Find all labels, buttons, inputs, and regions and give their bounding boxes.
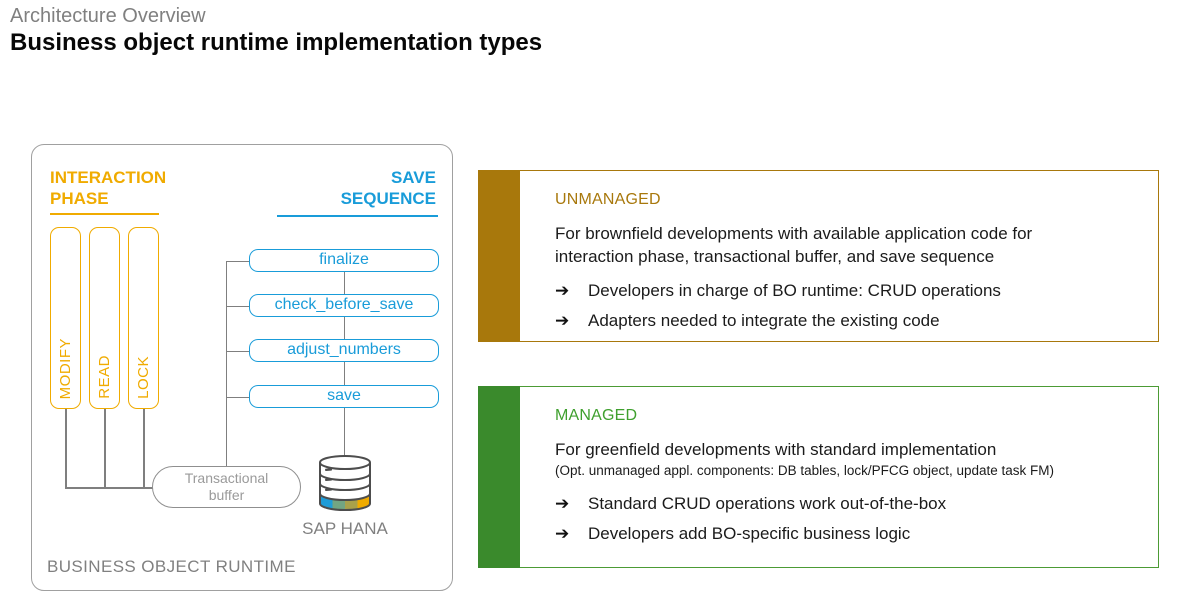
save-step-save: save [249, 385, 439, 408]
arrow-bullet-icon: ➔ [555, 311, 570, 330]
unmanaged-bullet-1: ➔ Developers in charge of BO runtime: CR… [555, 279, 1140, 302]
interaction-box-lock: LOCK [128, 227, 159, 409]
unmanaged-description-line: For brownfield developments with availab… [555, 224, 1033, 243]
interaction-phase-underline [50, 213, 159, 215]
managed-accent-bar [478, 386, 520, 568]
managed-description: For greenfield developments with standar… [555, 438, 1140, 481]
unmanaged-accent-bar [478, 170, 520, 342]
connector-line [65, 409, 67, 487]
interaction-box-modify: MODIFY [50, 227, 81, 409]
unmanaged-card-body: UNMANAGED For brownfield developments wi… [520, 170, 1159, 342]
connector-line [343, 362, 345, 385]
connector-line [226, 305, 249, 307]
managed-description-note: (Opt. unmanaged appl. components: DB tab… [555, 463, 1054, 478]
managed-bullet-2-text: Developers add BO-specific business logi… [588, 524, 911, 543]
unmanaged-bullet-1-text: Developers in charge of BO runtime: CRUD… [588, 281, 1001, 300]
lock-label: LOCK [135, 356, 152, 399]
connector-line [225, 261, 227, 466]
connector-line [343, 317, 345, 339]
read-label: READ [96, 355, 113, 399]
managed-bullet-1-text: Standard CRUD operations work out-of-the… [588, 494, 947, 513]
save-step-finalize: finalize [249, 249, 439, 272]
unmanaged-description-line: interaction phase, transactional buffer,… [555, 247, 995, 266]
business-object-runtime-label: BUSINESS OBJECT RUNTIME [47, 557, 296, 576]
unmanaged-description: For brownfield developments with availab… [555, 222, 1140, 268]
business-object-runtime-container: INTERACTION PHASE SAVE SEQUENCE MODIFY R… [31, 144, 453, 591]
slide-section-label: Architecture Overview [10, 5, 206, 27]
managed-bullet-1: ➔ Standard CRUD operations work out-of-t… [555, 492, 1140, 515]
save-sequence-label: SAVE SEQUENCE [340, 168, 436, 208]
modify-label: MODIFY [57, 337, 74, 399]
managed-card-body: MANAGED For greenfield developments with… [520, 386, 1159, 568]
managed-title: MANAGED [555, 407, 638, 424]
sap-hana-label: SAP HANA [302, 519, 388, 538]
connector-line [226, 396, 249, 398]
connector-line [343, 408, 345, 455]
arrow-bullet-icon: ➔ [555, 494, 570, 513]
interaction-phase-label: INTERACTION PHASE [50, 168, 167, 208]
managed-card: MANAGED For greenfield developments with… [478, 386, 1159, 568]
database-icon [319, 455, 371, 511]
unmanaged-title: UNMANAGED [555, 191, 661, 208]
connector-line [226, 260, 249, 262]
transactional-buffer: Transactional buffer [152, 466, 301, 508]
connector-line [143, 409, 145, 487]
connector-line [65, 487, 153, 489]
unmanaged-bullet-2: ➔ Adapters needed to integrate the exist… [555, 309, 1140, 332]
page-title: Business object runtime implementation t… [10, 29, 543, 56]
connector-line [343, 272, 345, 294]
save-sequence-underline [277, 215, 438, 217]
unmanaged-card: UNMANAGED For brownfield developments wi… [478, 170, 1159, 342]
interaction-box-read: READ [89, 227, 120, 409]
arrow-bullet-icon: ➔ [555, 281, 570, 300]
managed-bullet-2: ➔ Developers add BO-specific business lo… [555, 522, 1140, 545]
connector-line [226, 350, 249, 352]
managed-description-line: For greenfield developments with standar… [555, 440, 997, 459]
unmanaged-bullet-2-text: Adapters needed to integrate the existin… [588, 311, 940, 330]
save-step-adjust-numbers: adjust_numbers [249, 339, 439, 362]
connector-line [104, 409, 106, 487]
arrow-bullet-icon: ➔ [555, 524, 570, 543]
save-step-check-before-save: check_before_save [249, 294, 439, 317]
